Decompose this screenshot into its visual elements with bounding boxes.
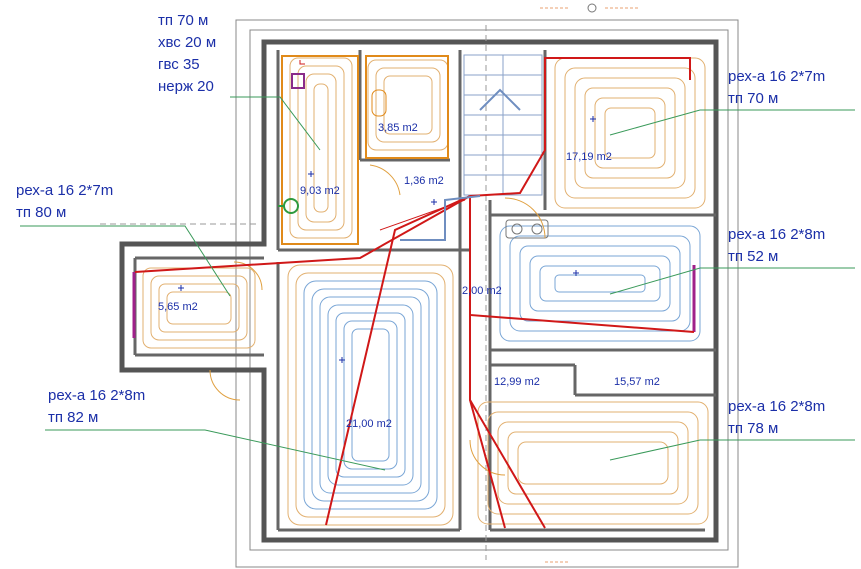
annotation-line: нерж 20 [158, 78, 214, 95]
view-marker-icon [540, 3, 640, 13]
sink-icon [505, 219, 549, 239]
drain-icon [283, 198, 299, 214]
doors [209, 164, 546, 476]
outer-frame [235, 19, 739, 568]
annotation-top-left: тп 70 м хвс 20 м гвс 35 нерж 20 [158, 10, 216, 98]
area-hall-small: 1,36 m2 [404, 175, 444, 187]
return-pipes [400, 195, 481, 241]
annotation-left-low: рех-а 16 2*8m тп 82 м [48, 385, 145, 429]
annotation-line: тп 70 м [158, 12, 209, 29]
annotation-line: рех-а 16 2*7m [728, 68, 826, 85]
annotation-line: рех-а 16 2*7m [16, 182, 114, 199]
radiators [132, 265, 696, 338]
walls-inner [133, 50, 716, 532]
staircase [463, 54, 543, 196]
annotation-left-mid: рех-а 16 2*7m тп 80 м [16, 180, 113, 224]
annotation-right-2: рех-а 16 2*8m тп 52 м [728, 224, 825, 268]
heating-loops-cool [303, 225, 701, 510]
area-room-left: 5,65 m2 [158, 301, 198, 313]
supply-pipes [134, 57, 695, 529]
annotation-line: тп 78 м [728, 420, 779, 437]
annotation-line: гвс 35 [158, 56, 200, 73]
annotation-line: рех-а 16 2*8m [728, 398, 826, 415]
area-room-tr: 17,19 m2 [566, 151, 612, 163]
annotation-line: тп 70 м [728, 90, 779, 107]
area-bath: 9,03 m2 [300, 185, 340, 197]
leader-lines [20, 96, 855, 471]
annotation-line: тп 80 м [16, 204, 67, 221]
area-room-mid: 12,99 m2 [494, 376, 540, 388]
annotation-line: хвс 20 м [158, 34, 217, 51]
supply-pipes-2 [299, 60, 466, 231]
annotation-line: рех-а 16 2*8m [728, 226, 826, 243]
annotation-line: рех-а 16 2*8m [48, 387, 146, 404]
area-corridor: 2,00 m2 [462, 285, 502, 297]
boiler-icon [291, 73, 305, 89]
annotation-line: тп 82 м [48, 409, 99, 426]
plumbing-fixtures [281, 55, 449, 245]
area-room-br: 15,57 m2 [614, 376, 660, 388]
axis-lines [100, 25, 487, 560]
heating-loops-warm [142, 57, 709, 526]
annotation-right-1: рех-а 16 2*7m тп 70 м [728, 66, 825, 110]
annotation-line: тп 52 м [728, 248, 779, 265]
area-hall-main: 21,00 m2 [346, 418, 392, 430]
annotation-right-3: рех-а 16 2*8m тп 78 м [728, 396, 825, 440]
area-wc: 3,85 m2 [378, 122, 418, 134]
walls [119, 39, 719, 543]
cross-markers [178, 116, 596, 363]
